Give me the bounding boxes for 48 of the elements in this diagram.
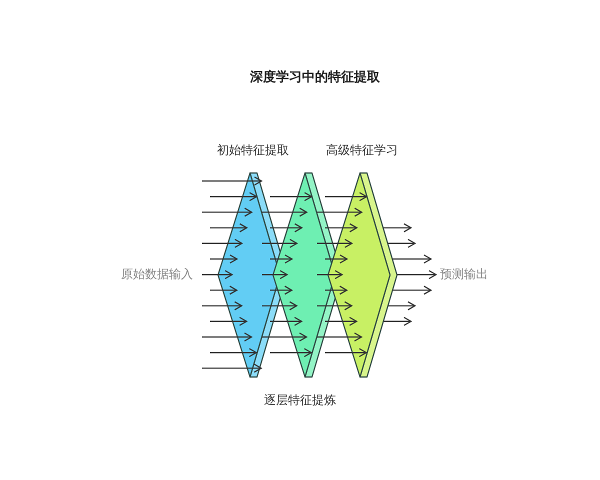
stage-label: 高级特征学习 bbox=[326, 142, 398, 158]
arrow bbox=[210, 348, 257, 358]
arrow bbox=[270, 286, 292, 295]
arrow bbox=[270, 348, 312, 358]
arrow bbox=[317, 208, 362, 217]
arrow bbox=[202, 176, 262, 186]
arrow bbox=[325, 254, 348, 264]
arrow bbox=[210, 192, 258, 202]
arrow bbox=[202, 332, 252, 342]
arrow bbox=[270, 254, 293, 264]
arrow bbox=[210, 254, 238, 264]
arrow bbox=[325, 286, 348, 295]
output-label: 预测输出 bbox=[440, 266, 488, 282]
arrow bbox=[388, 301, 416, 310]
arrow bbox=[392, 254, 432, 264]
arrow bbox=[262, 332, 308, 342]
arrow bbox=[325, 348, 367, 358]
arrow bbox=[202, 238, 242, 248]
arrow bbox=[392, 286, 432, 295]
arrow bbox=[202, 364, 262, 373]
arrow bbox=[317, 270, 343, 280]
arrow bbox=[317, 301, 352, 310]
arrow bbox=[210, 223, 248, 232]
arrow bbox=[383, 316, 412, 326]
arrow bbox=[270, 316, 302, 326]
arrow bbox=[325, 316, 358, 326]
arrow bbox=[202, 270, 233, 280]
arrow bbox=[325, 192, 368, 202]
arrow bbox=[210, 316, 248, 326]
arrow bbox=[210, 286, 238, 295]
arrow bbox=[383, 223, 412, 232]
arrow bbox=[202, 301, 242, 310]
stage-label: 原始数据输入 bbox=[121, 266, 193, 282]
arrow bbox=[270, 192, 312, 202]
diagram-title: 深度学习中的特征提取 bbox=[250, 68, 380, 86]
arrow bbox=[262, 301, 298, 310]
arrow bbox=[396, 270, 437, 280]
arrow bbox=[262, 208, 308, 217]
arrow bbox=[262, 270, 288, 280]
arrow bbox=[262, 238, 298, 248]
stage-label: 逐层特征提炼 bbox=[264, 392, 336, 408]
arrow bbox=[317, 238, 352, 248]
arrow bbox=[270, 223, 302, 232]
arrow bbox=[325, 223, 358, 232]
arrow bbox=[388, 238, 416, 248]
arrow bbox=[317, 332, 362, 342]
stage-label: 初始特征提取 bbox=[217, 142, 289, 158]
arrow bbox=[202, 208, 252, 217]
